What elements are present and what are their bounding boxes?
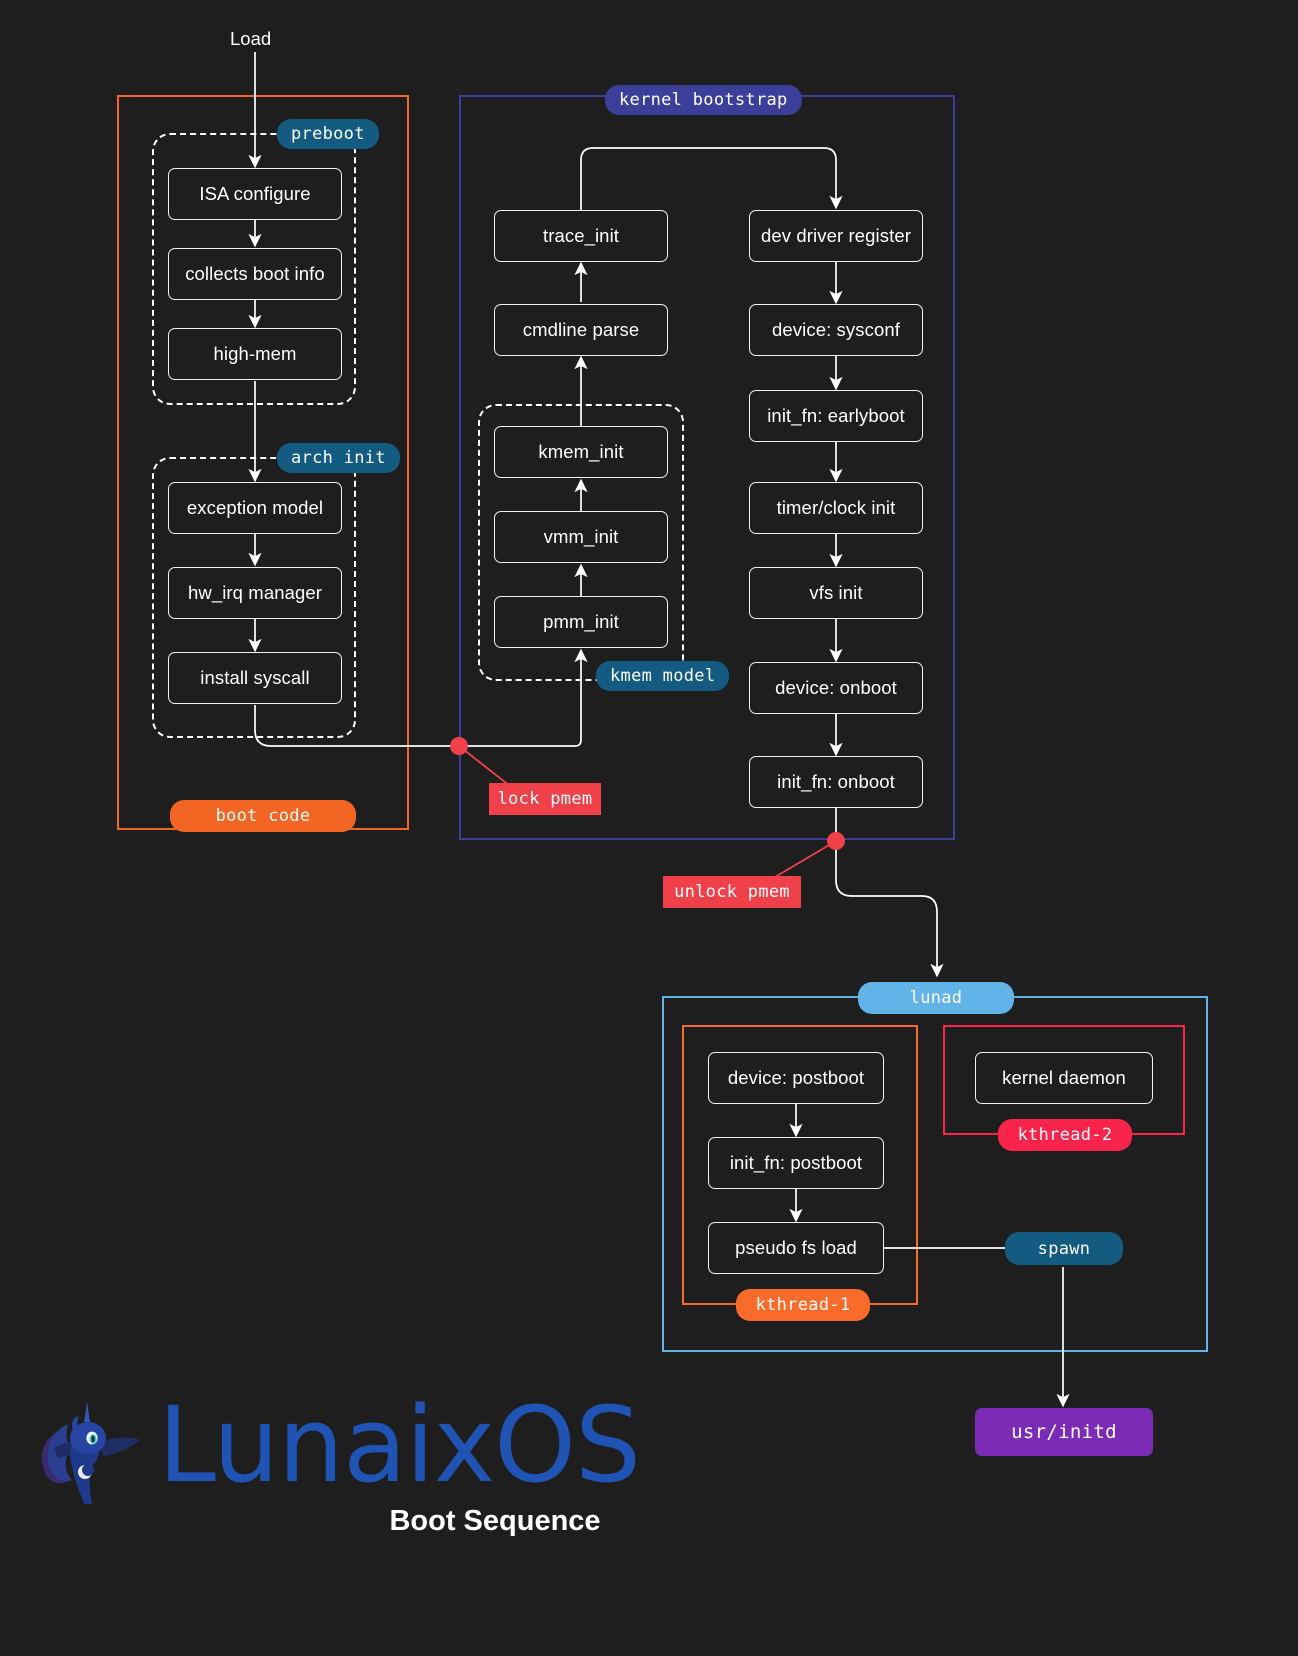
node-init-fn-onboot[interactable]: init_fn: onboot [749, 756, 923, 808]
tag-kthread-2: kthread-2 [998, 1119, 1132, 1151]
node-vfs-init[interactable]: vfs init [749, 567, 923, 619]
leader-unlock-pmem [769, 840, 837, 881]
node-trace-init[interactable]: trace_init [494, 210, 668, 262]
group-arch-init [152, 457, 356, 738]
node-hw-irq-manager[interactable]: hw_irq manager [168, 567, 342, 619]
label-spawn: spawn [1005, 1232, 1123, 1265]
tag-kernel-bootstrap: kernel bootstrap [605, 85, 802, 115]
label-lock-pmem: lock pmem [489, 783, 601, 815]
node-timer-clock-init[interactable]: timer/clock init [749, 482, 923, 534]
node-install-syscall[interactable]: install syscall [168, 652, 342, 704]
entry-label: Load [230, 28, 272, 49]
node-device-sysconf[interactable]: device: sysconf [749, 304, 923, 356]
luna-pony-icon [41, 1402, 140, 1504]
node-vmm-init[interactable]: vmm_init [494, 511, 668, 563]
node-kmem-init[interactable]: kmem_init [494, 426, 668, 478]
node-kernel-daemon[interactable]: kernel daemon [975, 1052, 1153, 1104]
node-exception-model[interactable]: exception model [168, 482, 342, 534]
node-isa-configure[interactable]: ISA configure [168, 168, 342, 220]
node-pmm-init[interactable]: pmm_init [494, 596, 668, 648]
node-init-fn-postboot[interactable]: init_fn: postboot [708, 1137, 884, 1189]
node-dev-driver-register[interactable]: dev driver register [749, 210, 923, 262]
node-device-onboot[interactable]: device: onboot [749, 662, 923, 714]
tag-kthread-1: kthread-1 [736, 1289, 870, 1321]
tag-lunad: lunad [858, 982, 1014, 1014]
tag-arch-init: arch init [277, 443, 400, 473]
logo-wordmark: LunaixOS [158, 1384, 641, 1506]
tag-boot-code: boot code [170, 800, 356, 832]
label-unlock-pmem: unlock pmem [663, 876, 801, 908]
lunaix-logo: LunaixOS [18, 1384, 641, 1512]
node-init-fn-earlyboot[interactable]: init_fn: earlyboot [749, 390, 923, 442]
tag-kmem-model: kmem model [596, 661, 730, 691]
node-collects-boot-info[interactable]: collects boot info [168, 248, 342, 300]
page-title: Boot Sequence [389, 1505, 601, 1537]
tag-preboot: preboot [277, 119, 379, 149]
node-device-postboot[interactable]: device: postboot [708, 1052, 884, 1104]
group-preboot [152, 133, 356, 405]
node-high-mem[interactable]: high-mem [168, 328, 342, 380]
node-pseudo-fs-load[interactable]: pseudo fs load [708, 1222, 884, 1274]
node-usr-initd[interactable]: usr/initd [975, 1408, 1153, 1456]
node-cmdline-parse[interactable]: cmdline parse [494, 304, 668, 356]
